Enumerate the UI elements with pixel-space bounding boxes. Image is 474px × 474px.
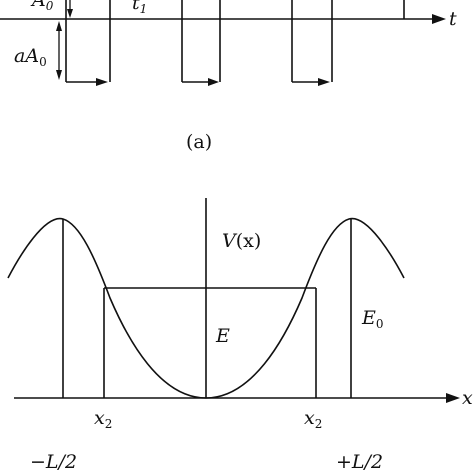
pulse-bottom-arrow-3 — [318, 78, 330, 86]
pulse-bottom-arrow-2 — [208, 78, 219, 86]
x2-right-label: x2 — [304, 407, 322, 431]
potential-label: V(x) — [222, 230, 261, 252]
time-axis-arrowhead — [432, 14, 446, 24]
x-axis-arrowhead — [446, 393, 460, 403]
panel-a-caption: (a) — [186, 131, 212, 153]
aA0-label: aA0 — [14, 45, 47, 69]
A0-dimension-arrowhead — [67, 9, 73, 18]
aA0-dimension-arrowhead-top — [56, 21, 62, 31]
pulse-train-panel: t A0 t1 aA0 (a) — [0, 0, 457, 153]
potential-well-panel: x V(x) E E0 x2 x2 −L/2 +L/2 — [7, 198, 473, 473]
time-axis-label: t — [449, 8, 457, 30]
minus-half-length-label: −L/2 — [30, 451, 77, 473]
energy-label: E — [215, 325, 230, 347]
x2-left-label: x2 — [94, 407, 112, 431]
A0-label: A0 — [30, 0, 54, 13]
pulse-bottom-arrow-1 — [96, 78, 108, 86]
t1-label: t1 — [132, 0, 147, 16]
x-axis-label: x — [462, 387, 473, 409]
plus-half-length-label: +L/2 — [336, 451, 383, 473]
barrier-height-label: E0 — [361, 307, 384, 331]
aA0-dimension-arrowhead-bottom — [56, 70, 62, 80]
